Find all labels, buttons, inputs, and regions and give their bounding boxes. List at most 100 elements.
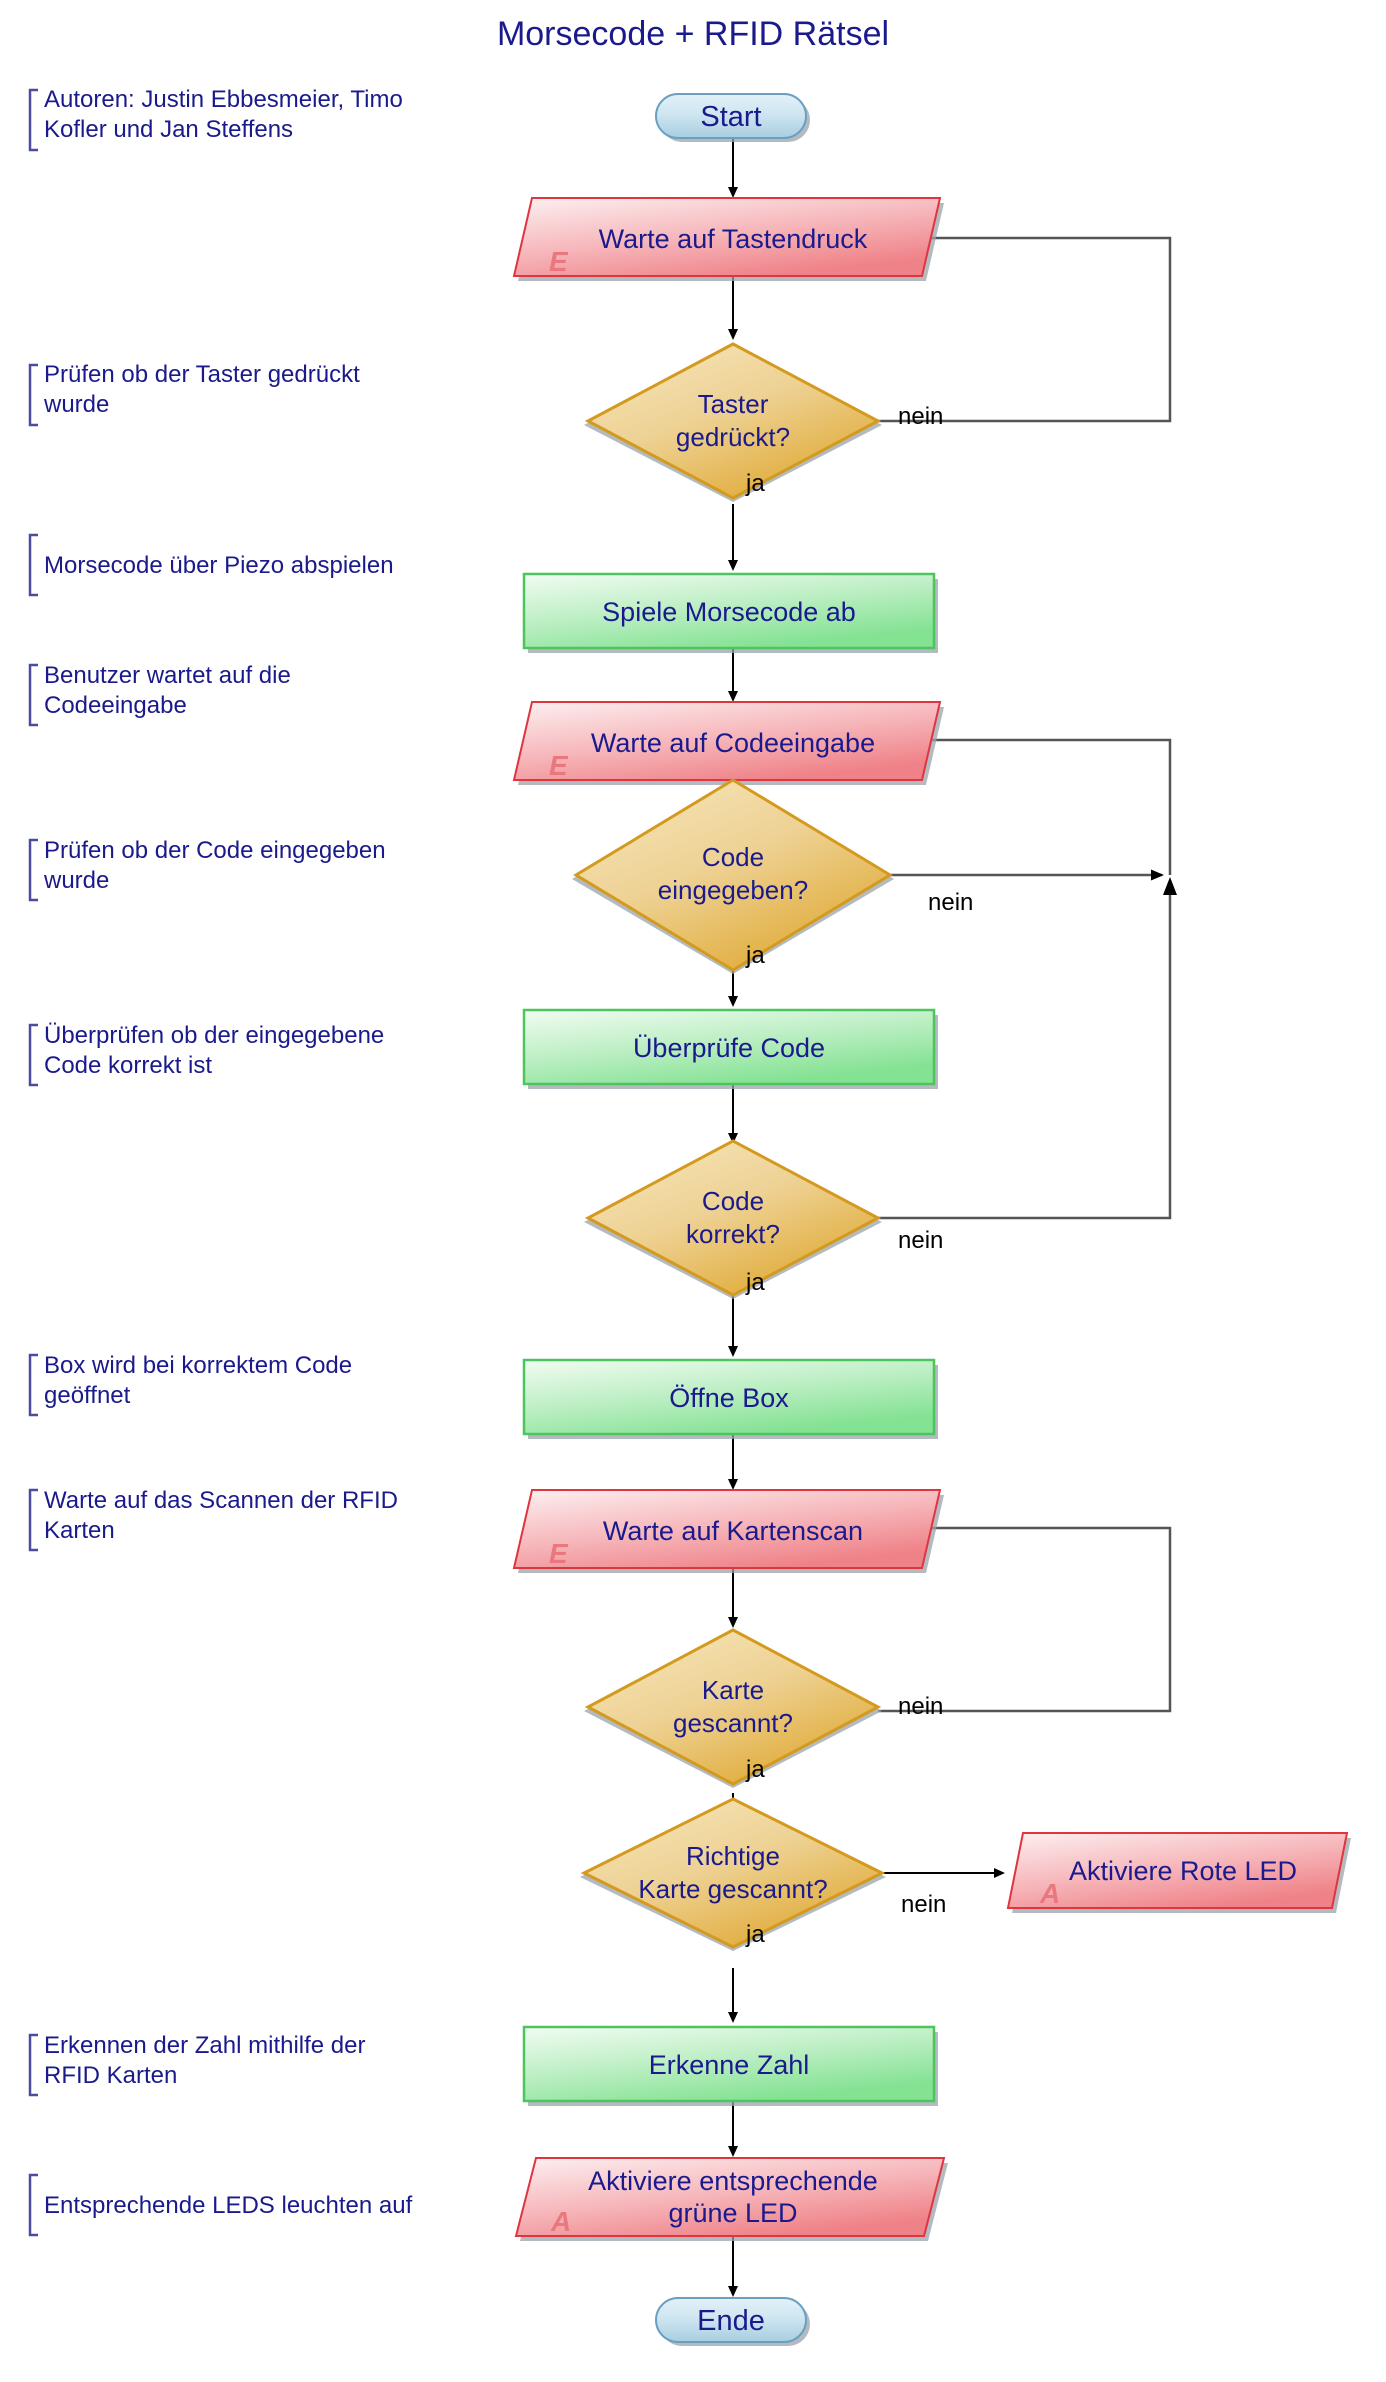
ueberpruefe-code-label: Überprüfe Code [633, 1033, 825, 1063]
note-zahl: Erkennen der Zahl mithilfe der RFID Kart… [28, 2032, 366, 2097]
gruene-led-line2: grüne LED [668, 2198, 797, 2228]
node-rote-led[interactable]: Aktiviere Rote LED A [1006, 1832, 1351, 1913]
warte-tastendruck-shape [512, 197, 942, 277]
richtige-karte-line2: Karte gescannt? [638, 1874, 827, 1904]
note-leds: Entsprechende LEDS leuchten auf [28, 2173, 413, 2237]
code-korrekt-line1: Code [702, 1186, 764, 1216]
gruene-led-marker: A [550, 2206, 571, 2237]
authors-note: Autoren: Justin Ebbesmeier, Timo Kofler … [28, 86, 403, 152]
warte-kartenscan-label: Warte auf Kartenscan [603, 1516, 863, 1546]
note-rfid-scan-line2: Karten [44, 1517, 115, 1544]
note-code-eingegeben: Prüfen ob der Code eingegeben wurde [28, 837, 386, 902]
edge-label-taster-no: nein [898, 403, 943, 430]
erkenne-zahl-shape [522, 2025, 936, 2103]
note-box: Box wird bei korrektem Code geöffnet [28, 1352, 352, 1417]
erkenne-zahl-label: Erkenne Zahl [649, 2050, 810, 2080]
note-leds-line1: Entsprechende LEDS leuchten auf [44, 2192, 413, 2219]
note-codeeingabe: Benutzer wartet auf die Codeeingabe [28, 662, 291, 727]
oeffne-box-shape [522, 1358, 936, 1436]
authors-note-line1: Autoren: Justin Ebbesmeier, Timo [44, 86, 403, 113]
node-karte-gescannt[interactable]: Karte gescannt? [584, 1628, 882, 1788]
note-code-korrekt-line1: Überprüfen ob der eingegebene [44, 1022, 384, 1049]
warte-codeeingabe-label: Warte auf Codeeingabe [591, 728, 875, 758]
warte-codeeingabe-shape [512, 701, 942, 781]
start-shape [655, 93, 807, 139]
node-gruene-led[interactable]: Aktiviere entsprechende grüne LED A [514, 2157, 948, 2241]
warte-kartenscan-marker: E [549, 1538, 569, 1569]
node-start[interactable]: Start [655, 93, 810, 142]
note-rfid-scan-line1: Warte auf das Scannen der RFID [44, 1487, 398, 1514]
richtige-karte-line1: Richtige [686, 1841, 780, 1871]
note-codeeingabe-line1: Benutzer wartet auf die [44, 662, 291, 689]
gruene-led-line1: Aktiviere entsprechende [588, 2166, 878, 2196]
edge-label-karte-gescannt-yes: ja [745, 1756, 765, 1783]
edge-label-taster-yes: ja [745, 470, 765, 497]
edge-label-code-korrekt-no: nein [898, 1227, 943, 1254]
rote-led-shape [1006, 1832, 1349, 1909]
node-erkenne-zahl[interactable]: Erkenne Zahl [522, 2025, 938, 2106]
warte-tastendruck-marker: E [549, 246, 569, 277]
taster-gedrueckt-line1: Taster [698, 389, 769, 419]
authors-note-line2: Kofler und Jan Steffens [44, 116, 293, 143]
note-code-eingegeben-line1: Prüfen ob der Code eingegeben [44, 837, 386, 864]
node-ueberpruefe-code[interactable]: Überprüfe Code [522, 1008, 938, 1089]
spiele-morsecode-shape [522, 572, 936, 650]
edge-label-karte-gescannt-no: nein [898, 1693, 943, 1720]
note-zahl-line1: Erkennen der Zahl mithilfe der [44, 2032, 366, 2059]
node-warte-tastendruck[interactable]: Warte auf Tastendruck E [512, 197, 944, 281]
note-box-line2: geöffnet [44, 1382, 131, 1409]
note-box-line1: Box wird bei korrektem Code [44, 1352, 352, 1379]
node-taster-gedrueckt[interactable]: Taster gedrückt? [584, 342, 882, 502]
node-oeffne-box[interactable]: Öffne Box [522, 1358, 938, 1439]
richtige-karte-shape [580, 1797, 886, 1949]
note-piezo: Morsecode über Piezo abspielen [28, 533, 394, 597]
rote-led-marker: A [1039, 1878, 1060, 1909]
ueberpruefe-code-shape [522, 1008, 936, 1086]
edge-label-code-eingegeben-yes: ja [745, 942, 765, 969]
edge-code-korrekt-no [878, 890, 1172, 1220]
note-rfid-scan: Warte auf das Scannen der RFID Karten [28, 1487, 398, 1552]
node-spiele-morsecode[interactable]: Spiele Morsecode ab [522, 572, 938, 653]
karte-gescannt-line2: gescannt? [673, 1708, 793, 1738]
code-eingegeben-line2: eingegeben? [658, 875, 808, 905]
node-richtige-karte[interactable]: Richtige Karte gescannt? [580, 1797, 886, 1951]
note-code-eingegeben-line2: wurde [43, 867, 109, 894]
oeffne-box-label: Öffne Box [669, 1383, 789, 1413]
node-ende[interactable]: Ende [655, 2297, 810, 2346]
page-title: Morsecode + RFID Rätsel [497, 15, 889, 53]
note-piezo-line1: Morsecode über Piezo abspielen [44, 552, 394, 579]
code-korrekt-line2: korrekt? [686, 1219, 780, 1249]
spiele-morsecode-label: Spiele Morsecode ab [602, 597, 856, 627]
code-korrekt-shape [584, 1139, 882, 1297]
node-warte-kartenscan[interactable]: Warte auf Kartenscan E [512, 1489, 944, 1573]
karte-gescannt-line1: Karte [702, 1675, 764, 1705]
edge-label-code-eingegeben-no: nein [928, 889, 973, 916]
note-codeeingabe-line2: Codeeingabe [44, 692, 187, 719]
warte-kartenscan-shape [512, 1489, 942, 1569]
start-label: Start [700, 101, 761, 133]
edge-label-code-korrekt-yes: ja [745, 1269, 765, 1296]
ende-label: Ende [697, 2305, 765, 2337]
node-code-eingegeben[interactable]: Code eingegeben? [572, 778, 894, 974]
karte-gescannt-shape [584, 1628, 882, 1786]
note-taster: Prüfen ob der Taster gedrückt wurde [28, 361, 360, 427]
warte-codeeingabe-marker: E [549, 750, 569, 781]
note-taster-line1: Prüfen ob der Taster gedrückt [44, 361, 360, 388]
edge-code-korrekt-no-arrowhead [1163, 877, 1177, 895]
note-zahl-line2: RFID Karten [44, 2062, 177, 2089]
note-code-korrekt: Überprüfen ob der eingegebene Code korre… [28, 1022, 384, 1087]
rote-led-label: Aktiviere Rote LED [1069, 1856, 1297, 1886]
ende-shape [655, 2297, 807, 2343]
gruene-led-shape [514, 2157, 946, 2237]
node-warte-codeeingabe[interactable]: Warte auf Codeeingabe E [512, 701, 944, 785]
code-eingegeben-shape [573, 778, 893, 972]
node-code-korrekt[interactable]: Code korrekt? [584, 1139, 882, 1299]
taster-gedrueckt-line2: gedrückt? [676, 422, 790, 452]
edge-label-richtige-karte-no: nein [901, 1891, 946, 1918]
code-eingegeben-line1: Code [702, 842, 764, 872]
note-taster-line2: wurde [43, 391, 109, 418]
edge-label-richtige-karte-yes: ja [745, 1921, 765, 1948]
note-code-korrekt-line2: Code korrekt ist [44, 1052, 212, 1079]
